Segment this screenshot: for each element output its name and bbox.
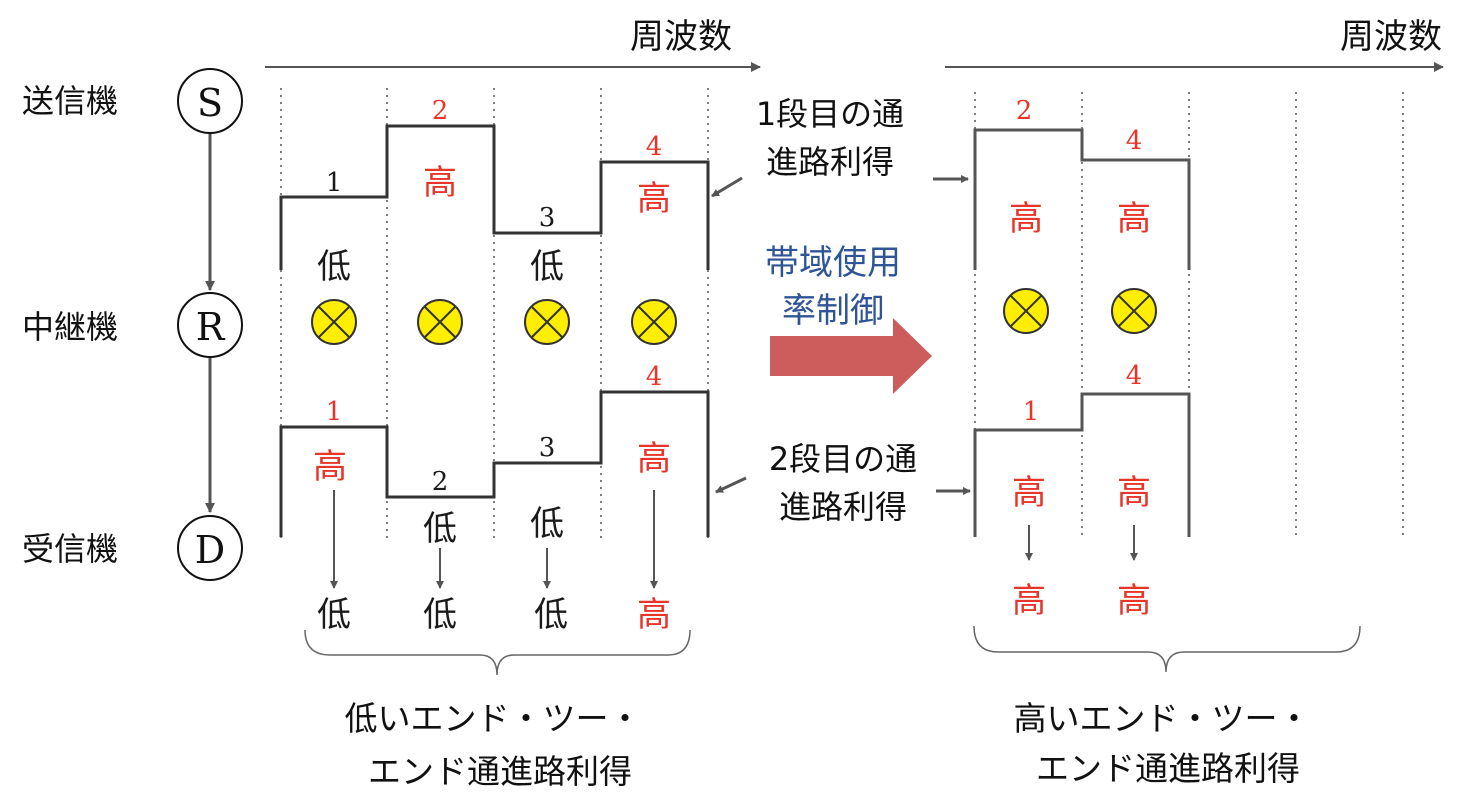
left-hop2-number-3: 3 — [539, 433, 556, 463]
sender-label: 送信機 — [22, 82, 118, 120]
left-hop2-level-3: 低 — [530, 504, 564, 544]
left-hop2-gain-curve — [279, 390, 710, 537]
left-brace — [304, 629, 691, 676]
receiver-label: 受信機 — [22, 530, 118, 568]
relay-letter: R — [196, 305, 226, 349]
right-hop2-gain-curve — [973, 392, 1191, 537]
sender-circle — [177, 68, 243, 134]
right-caption-line-2: エンド通進路利得 — [1036, 749, 1300, 788]
right-end-to-end-1: 高 — [1012, 581, 1046, 621]
receiver-circle — [177, 515, 243, 581]
relay-symbol — [1003, 288, 1049, 334]
right-hop2-number-1: 1 — [1023, 397, 1040, 427]
bw-control-label-line-2: 率制御 — [782, 291, 884, 331]
left-hop2-level-2: 低 — [423, 509, 457, 549]
left-hop2-number-2: 2 — [432, 467, 449, 497]
right-hop1-number-2: 4 — [1126, 126, 1143, 156]
left-axis-label: 周波数 — [630, 17, 732, 57]
node-sender: 送信機 S — [22, 68, 243, 134]
right-subcarrier-dividers — [974, 92, 1404, 540]
left-hop2-level-4: 高 — [637, 439, 671, 479]
right-hop2-number-2: 4 — [1126, 361, 1143, 391]
relay-symbol — [524, 299, 570, 345]
left-hop1-level-2: 高 — [423, 163, 457, 203]
right-hop1-level-1: 高 — [1009, 199, 1043, 239]
hop2-gain-label-line-2: 進路利得 — [779, 488, 907, 526]
left-hop1-gain-curve — [279, 124, 710, 270]
right-brace — [973, 625, 1361, 673]
right-end-to-end-arrows — [1025, 525, 1138, 561]
left-end-to-end-2: 低 — [423, 595, 457, 635]
left-frequency-axis: 周波数 — [265, 17, 761, 72]
bw-control-arrow — [770, 318, 932, 394]
node-relay: 中継機 R — [22, 292, 243, 358]
node-receiver: 受信機 D — [22, 515, 243, 581]
left-end-to-end-4: 高 — [637, 595, 671, 635]
left-hop1-level-3: 低 — [530, 247, 564, 287]
right-axis-label: 周波数 — [1340, 17, 1442, 57]
hop1-gain-label-line-1: 1段目の通 — [756, 95, 904, 133]
right-hop1-number-1: 2 — [1016, 96, 1033, 126]
hop2-pointer-left — [715, 476, 747, 494]
relay-label: 中継機 — [22, 308, 118, 346]
relay-symbol — [311, 299, 357, 345]
relay-symbol — [631, 299, 677, 345]
sender-letter: S — [197, 81, 223, 125]
left-hop2-level-1: 高 — [313, 447, 347, 487]
right-relay-symbols — [1003, 288, 1157, 334]
bw-control-label-line-1: 帯域使用 — [765, 243, 901, 283]
right-end-to-end-2: 高 — [1117, 581, 1151, 621]
right-hop2-level-2: 高 — [1117, 473, 1151, 513]
left-hop2-number-1: 1 — [326, 397, 343, 427]
left-hop1-level-4: 高 — [637, 179, 671, 219]
relay-symbol — [417, 299, 463, 345]
hop1-pointer-left — [711, 176, 743, 198]
left-hop2-number-4: 4 — [646, 362, 663, 392]
left-relay-symbols — [311, 299, 677, 345]
left-caption-line-2: エンド通進路利得 — [368, 752, 632, 791]
left-subcarrier-dividers — [280, 88, 709, 540]
left-end-to-end-3: 低 — [534, 595, 568, 635]
left-hop1-number-4: 4 — [646, 132, 663, 162]
left-hop1-number-3: 3 — [539, 203, 556, 233]
right-frequency-axis: 周波数 — [945, 17, 1444, 72]
relay-circle — [177, 292, 243, 358]
right-hop1-level-2: 高 — [1117, 199, 1151, 239]
right-caption-line-1: 高いエンド・ツー・ — [1014, 699, 1311, 738]
left-end-to-end-arrows — [330, 490, 658, 589]
left-end-to-end-1: 低 — [317, 595, 351, 635]
left-hop1-number-1: 1 — [326, 168, 343, 198]
receiver-letter: D — [195, 528, 225, 572]
left-caption-line-1: 低いエンド・ツー・ — [345, 699, 642, 738]
hop2-gain-label-line-1: 2段目の通 — [769, 440, 917, 478]
right-hop2-level-1: 高 — [1012, 473, 1046, 513]
right-hop1-gain-curve — [973, 128, 1191, 270]
hop1-gain-label-line-2: 進路利得 — [766, 143, 894, 181]
relay-symbol — [1111, 288, 1157, 334]
left-hop1-level-1: 低 — [317, 247, 351, 287]
left-hop1-number-2: 2 — [432, 96, 449, 126]
